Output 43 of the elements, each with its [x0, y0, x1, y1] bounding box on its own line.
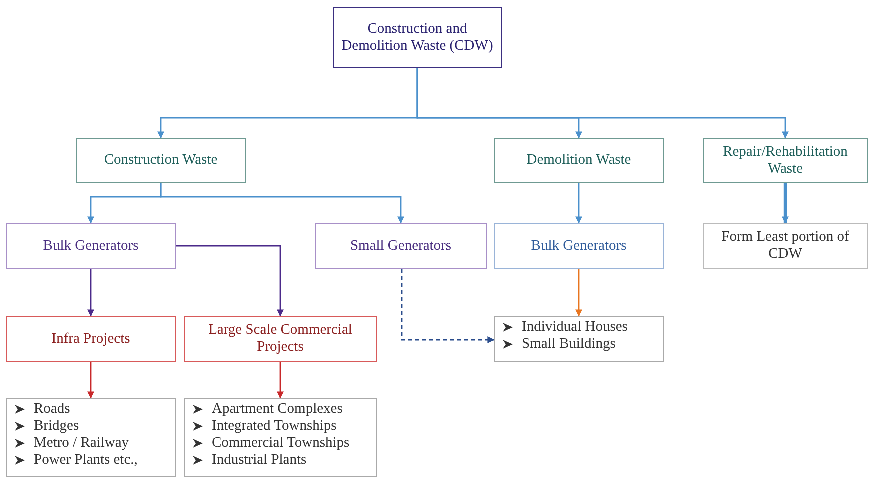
- node-label: Infra Projects: [52, 330, 130, 348]
- list-item: Apartment Complexes: [212, 401, 343, 418]
- arrow: [782, 183, 789, 224]
- list-item: Small Buildings: [522, 336, 616, 353]
- arrow: [88, 362, 94, 399]
- arrow: [88, 269, 94, 317]
- process-box: [184, 316, 377, 362]
- arrow: [176, 245, 284, 317]
- list-item: Bridges: [34, 418, 80, 435]
- arrow: [160, 183, 404, 224]
- list-box: [184, 398, 377, 477]
- arrow: [576, 269, 582, 317]
- node-label: Bulk Generators: [43, 238, 139, 254]
- list-item: Power Plants etc.,: [34, 452, 138, 469]
- list-item: Commercial Townships: [212, 435, 350, 452]
- list-item: Roads: [34, 401, 70, 418]
- process-box: [703, 223, 868, 269]
- list-box: [494, 316, 664, 362]
- node-label: Small Generators: [350, 238, 452, 254]
- process-box: [315, 223, 487, 269]
- arrow: [401, 269, 495, 344]
- process-box: [6, 316, 176, 362]
- process-box: [6, 223, 176, 269]
- arrow: [277, 362, 284, 399]
- process-box: [494, 223, 664, 269]
- list-item: Metro / Railway: [34, 435, 130, 452]
- list-item: Individual Houses: [522, 319, 628, 336]
- node-label: Construction Waste: [104, 152, 218, 169]
- node-label: Large Scale Commercial Projects: [208, 322, 354, 356]
- list-box: [6, 398, 176, 477]
- node-label: Repair/Rehabilitation Waste: [722, 144, 849, 178]
- list-item: Integrated Townships: [212, 418, 337, 435]
- node-label: Construction and Demolition Waste (CDW): [340, 20, 494, 54]
- arrow: [416, 68, 789, 139]
- arrow: [576, 183, 582, 224]
- process-box: [76, 138, 246, 183]
- node-label: Form Least portion of CDW: [720, 229, 850, 263]
- process-box: [333, 7, 502, 68]
- node-label: Bulk Generators: [531, 238, 627, 254]
- list-item: Industrial Plants: [212, 452, 307, 469]
- process-box: [703, 138, 868, 183]
- process-box: [494, 138, 664, 183]
- node-label: Demolition Waste: [526, 152, 632, 169]
